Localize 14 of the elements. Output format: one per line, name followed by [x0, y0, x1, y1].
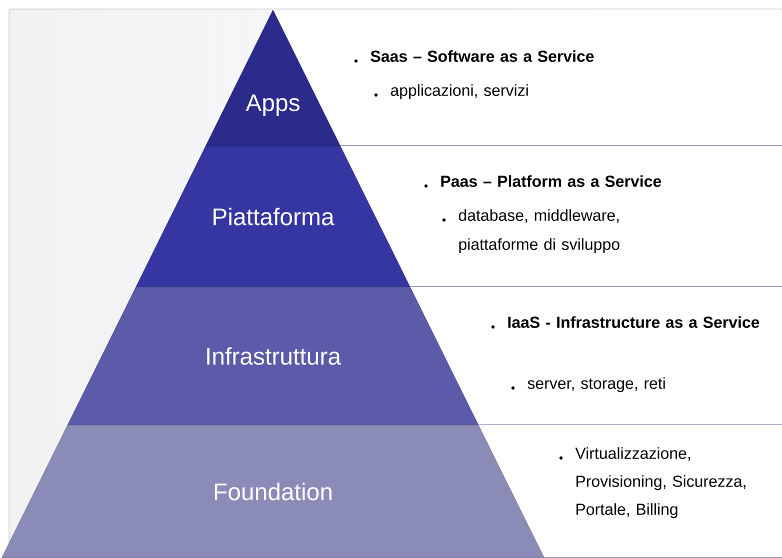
node-label: IaaS - Infrastructure as a Service [508, 316, 760, 328]
node-label: Virtualizzazione, Provisioning, Sicurezza, Portale, Billing [575, 447, 746, 518]
pyramid-layer: Apps [206, 10, 340, 146]
pyramid-layer: Infrastruttura [67, 286, 479, 426]
node-label: applicazioni, servizi [390, 84, 528, 100]
node-label: database, middleware, piattaforme di sviluppo [458, 209, 620, 254]
pyramid-layer: Piattaforma [136, 146, 410, 288]
node-label: Paas – Platform as a Service [441, 175, 662, 187]
pyramid-layer: Foundation [2, 424, 544, 558]
node-label: server, storage, reti [528, 377, 665, 392]
node-label: Saas – Software as a Service [370, 50, 594, 62]
tier-band: Paas – Platform as a Service database, middleware, piattaforme di sviluppo [340, 146, 782, 288]
tier-band: IaaS - Infrastructure as a Service server, storage, reti [410, 287, 782, 426]
tier-band: Virtualizzazione, Provisioning, Sicurezza, Portale, Billing [478, 425, 782, 558]
